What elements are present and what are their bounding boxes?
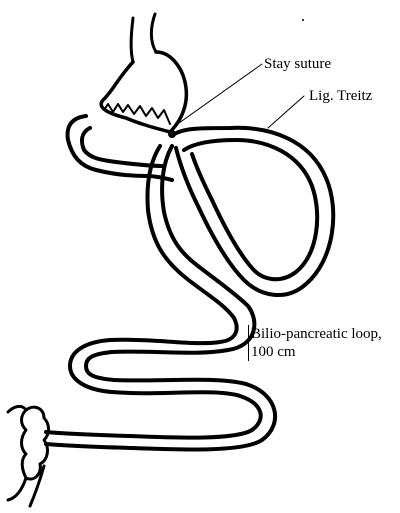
bilio-pancreatic-loop-label: Bilio-pancreatic loop, 100 cm [248,325,382,361]
bilio-pancreatic-loop-label-line1: Bilio-pancreatic loop, [251,325,382,343]
remnant-stomach-inner [82,128,162,166]
distal-bowel [8,406,49,506]
treitz-pointer [268,96,304,128]
bilio-pancreatic-loop-label-line2: 100 cm [251,343,382,361]
gastric-pouch [101,52,186,132]
alimentary-limb-inner [46,146,275,450]
esophagus [131,14,156,62]
speck [302,19,304,21]
biliopancreatic-loop-inner [184,140,317,279]
stay-suture-label: Stay suture [264,55,331,73]
lig-treitz-label: Lig. Treitz [309,87,372,105]
